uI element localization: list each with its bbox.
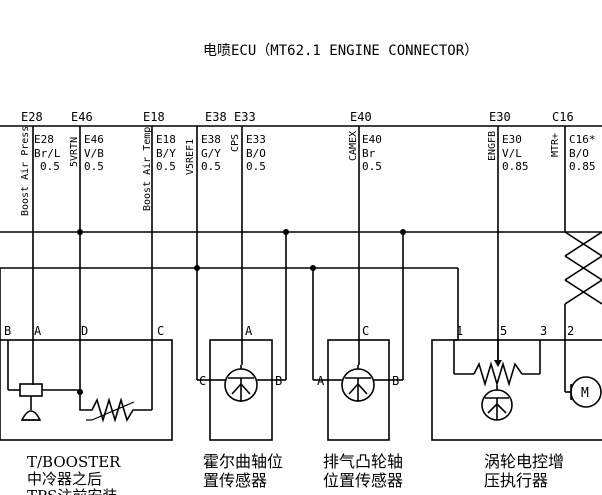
wire-color-c16: B/O: [569, 147, 589, 160]
turbo-name-1: 涡轮电控增: [484, 452, 564, 471]
pin-label-e28: E28: [21, 110, 43, 124]
signal-e33: CPS: [230, 134, 241, 152]
wire-gauge-e28: 0.5: [40, 160, 60, 173]
wire-color-e46: V/B: [84, 147, 104, 160]
wire-color-e33: B/O: [246, 147, 266, 160]
signal-names: Boost Air Press 5VRTN Boost Air Temp V5R…: [20, 126, 561, 216]
hall-sensor-icon: [210, 365, 272, 402]
cam-name-1: 排气凸轮轴: [323, 452, 403, 471]
wire-gauge-e30: 0.85: [502, 160, 529, 173]
tmap-sensor: B A D C: [0, 324, 173, 441]
wire-gauge-e18: 0.5: [156, 160, 176, 173]
wire-id-e30: E30: [502, 133, 522, 146]
wire-gauge-e46: 0.5: [84, 160, 104, 173]
turbo-name-2: 压执行器: [484, 471, 548, 490]
twisted-pair-icon: [564, 231, 602, 340]
turbo-pin-3: 3: [540, 324, 547, 338]
wire-id-e28: E28: [34, 133, 54, 146]
pin-label-e18: E18: [143, 110, 165, 124]
hall-sensor-icon: [328, 365, 389, 402]
tmap-pin-c: C: [157, 324, 164, 338]
crank-pin-b: B: [275, 374, 282, 388]
diagram-title: 电喷ECU（MT62.1 ENGINE CONNECTOR）: [203, 43, 478, 59]
wire-gauge-e38: 0.5: [201, 160, 221, 173]
crank-pin-a: A: [245, 324, 253, 338]
cam-pin-b: B: [392, 374, 399, 388]
cam-name-2: 位置传感器: [323, 471, 403, 490]
pin-label-c16: C16: [552, 110, 574, 124]
signal-e46: 5VRTN: [69, 137, 80, 167]
pressure-sensor-icon: [8, 383, 80, 421]
wire-gauge-c16: 0.85: [569, 160, 596, 173]
cam-pin-a: A: [317, 374, 325, 388]
tmap-pin-d: D: [81, 324, 88, 338]
motor-symbol: M: [581, 386, 589, 401]
wire-specs: E28 Br/L 0.5 E46 V/B 0.5 E18 B/Y 0.5 E38…: [34, 133, 596, 173]
wire-color-e30: V/L: [502, 147, 522, 160]
wire-id-e40: E40: [362, 133, 382, 146]
wires: [0, 126, 602, 410]
pin-label-e30: E30: [489, 110, 511, 124]
potentiometer-icon: [473, 340, 523, 387]
crank-sensor: A C B: [199, 324, 282, 441]
wire-color-e40: Br: [362, 147, 376, 160]
turbo-pin-2: 2: [567, 324, 574, 338]
pin-labels: E28 E46 E18 E38 E33 E40 E30 C16: [21, 110, 574, 124]
turbo-actuator: 1 5 3 2 M: [431, 324, 602, 441]
wire-color-e28: Br/L: [34, 147, 61, 160]
crank-pin-c: C: [199, 374, 206, 388]
signal-e30: ENGFB: [487, 131, 498, 161]
component-names: T/BOOSTER 中冷器之后 TPS注前安装 霍尔曲轴位 置传感器 排气凸轮轴…: [27, 452, 564, 495]
signal-e18: Boost Air Temp: [142, 127, 153, 211]
cam-sensor: C A B: [317, 324, 399, 441]
thermistor-icon: [79, 392, 152, 423]
cam-pin-c: C: [362, 324, 369, 338]
turbo-pin-1: 1: [456, 324, 463, 338]
signal-e40: CAMEX: [348, 131, 359, 161]
turbo-pin-5: 5: [500, 324, 507, 338]
wire-id-e38: E38: [201, 133, 221, 146]
wire-color-e18: B/Y: [156, 147, 176, 160]
signal-e38: V5REF1: [185, 139, 196, 175]
wire-gauge-e40: 0.5: [362, 160, 382, 173]
wire-id-e46: E46: [84, 133, 104, 146]
crank-name-2: 置传感器: [203, 471, 267, 490]
motor-icon: M: [565, 376, 602, 408]
tmap-name-1: T/BOOSTER: [27, 453, 121, 471]
tmap-name-3: TPS注前安装: [27, 487, 117, 495]
wire-id-c16: C16*: [569, 133, 596, 146]
tmap-pin-b: B: [4, 324, 11, 338]
wire-gauge-e33: 0.5: [246, 160, 266, 173]
wire-color-e38: G/Y: [201, 147, 221, 160]
tmap-name-2: 中冷器之后: [27, 470, 102, 488]
tmap-pin-a: A: [34, 324, 42, 338]
pin-label-e40: E40: [350, 110, 372, 124]
wire-id-e18: E18: [156, 133, 176, 146]
crank-name-1: 霍尔曲轴位: [203, 452, 283, 471]
pin-label-e38: E38: [205, 110, 227, 124]
pin-label-e33: E33: [234, 110, 256, 124]
signal-c16: MTR+: [550, 133, 561, 157]
wire-id-e33: E33: [246, 133, 266, 146]
signal-e28: Boost Air Press: [20, 126, 31, 216]
transistor-icon: [481, 385, 513, 421]
pin-label-e46: E46: [71, 110, 93, 124]
